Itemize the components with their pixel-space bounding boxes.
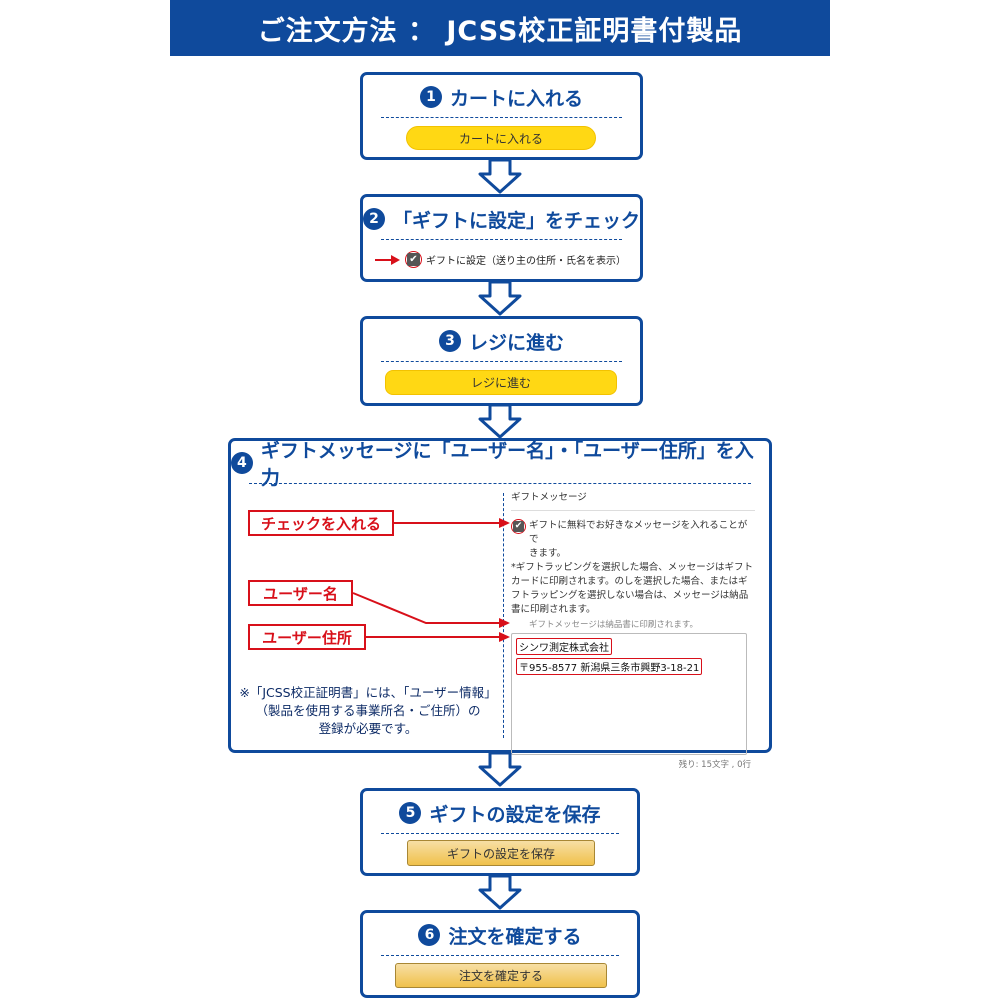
step-number: 3 — [438, 330, 461, 352]
registration-note: ※「JCSS校正証明書」には、「ユーザー情報」 （製品を使用する事業所名・ご住所… — [233, 684, 503, 738]
add-to-cart-button[interactable]: カートに入れる — [406, 126, 596, 150]
info-line: カードに印刷されます。のしを選択した場合、またはギ — [511, 576, 748, 587]
checkbox-highlight: ✔ — [511, 519, 526, 534]
message-user-address: 〒955-8577 新潟県三条市興野3-18-21 — [516, 658, 703, 675]
red-arrow-icon — [375, 254, 400, 265]
step-1-header: 1 カートに入れる — [363, 75, 640, 119]
step-5-card: 5 ギフトの設定を保存 ギフトの設定を保存 — [360, 788, 640, 876]
info-line: 書に印刷されます。 — [511, 604, 596, 615]
dashed-divider — [381, 833, 619, 834]
user-name-label: ユーザー名 — [248, 580, 353, 606]
step-4-card: 4 ギフトメッセージに「ユーザー名」・「ユーザー住所」を入力 チェックを入れる … — [228, 438, 772, 770]
chevron-down-arrow-icon — [478, 876, 522, 910]
dashed-divider — [381, 239, 622, 240]
step-title: カートに入れる — [449, 87, 583, 110]
dashed-divider — [249, 483, 751, 484]
info-line: フトラッピングを選択しない場合は、メッセージは納品 — [511, 590, 749, 601]
note-line: 登録が必要です。 — [318, 721, 418, 736]
gift-message-textarea[interactable]: シンワ測定株式会社 〒955-8577 新潟県三条市興野3-18-21 — [511, 633, 747, 755]
step-2-header: 2 「ギフトに設定」をチェック — [363, 197, 640, 241]
save-gift-settings-button[interactable]: ギフトの設定を保存 — [407, 840, 595, 866]
note-line: （製品を使用する事業所名・ご住所）の — [255, 703, 481, 718]
gift-info-text: *ギフトラッピングを選択した場合、メッセージはギフト カードに印刷されます。のし… — [511, 561, 755, 617]
page-banner: ご注文方法 ： JCSS校正証明書付製品 — [170, 0, 830, 56]
check-label: チェックを入れる — [248, 510, 394, 536]
step-title: ギフトの設定を保存 — [429, 803, 601, 826]
message-checkbox-row: ✔ ギフトに無料でお好きなメッセージを入れることがで きます。 — [511, 519, 755, 561]
step-title: レジに進む — [468, 331, 564, 354]
message-checkbox-text: ギフトに無料でお好きなメッセージを入れることがで きます。 — [529, 519, 755, 561]
checkbox-text-line: ギフトに無料でお好きなメッセージを入れることがで — [529, 520, 748, 545]
chevron-down-arrow-icon — [478, 282, 522, 316]
step-title: 注文を確定する — [448, 925, 582, 948]
proceed-to-checkout-button[interactable]: レジに進む — [385, 370, 617, 395]
message-user-name: シンワ測定株式会社 — [516, 638, 612, 655]
step-number: 6 — [418, 924, 441, 946]
step-number: 1 — [419, 86, 442, 108]
dashed-divider — [381, 361, 622, 362]
dashed-divider — [381, 117, 622, 118]
step-number: 2 — [363, 208, 385, 230]
connector-lines — [352, 518, 510, 642]
step-3-header: 3 レジに進む — [363, 319, 640, 363]
step-3-card: 3 レジに進む レジに進む — [360, 316, 643, 406]
gift-checkbox[interactable]: ✔ — [407, 253, 420, 266]
place-order-button[interactable]: 注文を確定する — [395, 963, 607, 988]
gift-message-title: ギフトメッセージ — [511, 491, 755, 511]
user-address-label: ユーザー住所 — [248, 624, 366, 650]
gift-message-panel: ギフトメッセージ ✔ ギフトに無料でお好きなメッセージを入れることがで きます。… — [511, 491, 755, 770]
step-5-header: 5 ギフトの設定を保存 — [363, 791, 637, 835]
character-counter: 残り: 15文字 , 0行 — [678, 760, 751, 770]
print-note: ギフトメッセージは納品書に印刷されます。 — [529, 620, 698, 630]
chevron-down-arrow-icon — [478, 160, 522, 194]
step-title: 「ギフトに設定」をチェック — [393, 209, 641, 232]
message-checkbox[interactable]: ✔ — [513, 521, 524, 532]
step-6-header: 6 注文を確定する — [363, 913, 637, 957]
step-6-card: 6 注文を確定する 注文を確定する — [360, 910, 640, 998]
step-number: 4 — [231, 452, 253, 474]
chevron-down-arrow-icon — [478, 405, 522, 439]
step-2-card: 2 「ギフトに設定」をチェック ✔ ギフトに設定（送り主の住所・氏名を表示） — [360, 194, 643, 282]
dashed-divider — [381, 955, 619, 956]
gift-checkbox-label: ギフトに設定（送り主の住所・氏名を表示） — [426, 256, 626, 267]
chevron-down-arrow-icon — [478, 753, 522, 787]
checkbox-text-line: きます。 — [529, 548, 567, 559]
step-1-card: 1 カートに入れる カートに入れる — [360, 72, 643, 160]
vertical-divider — [503, 493, 504, 738]
step-number: 5 — [399, 802, 422, 824]
gift-checkbox-row: ✔ ギフトに設定（送り主の住所・氏名を表示） — [375, 251, 626, 268]
info-line: *ギフトラッピングを選択した場合、メッセージはギフト — [511, 562, 754, 573]
step-4-header: 4 ギフトメッセージに「ユーザー名」・「ユーザー住所」を入力 — [231, 440, 769, 489]
checkbox-highlight: ✔ — [405, 251, 422, 268]
banner-title: ご注文方法 ： JCSS校正証明書付製品 — [257, 15, 743, 47]
note-line: ※「JCSS校正証明書」には、「ユーザー情報」 — [239, 685, 497, 700]
